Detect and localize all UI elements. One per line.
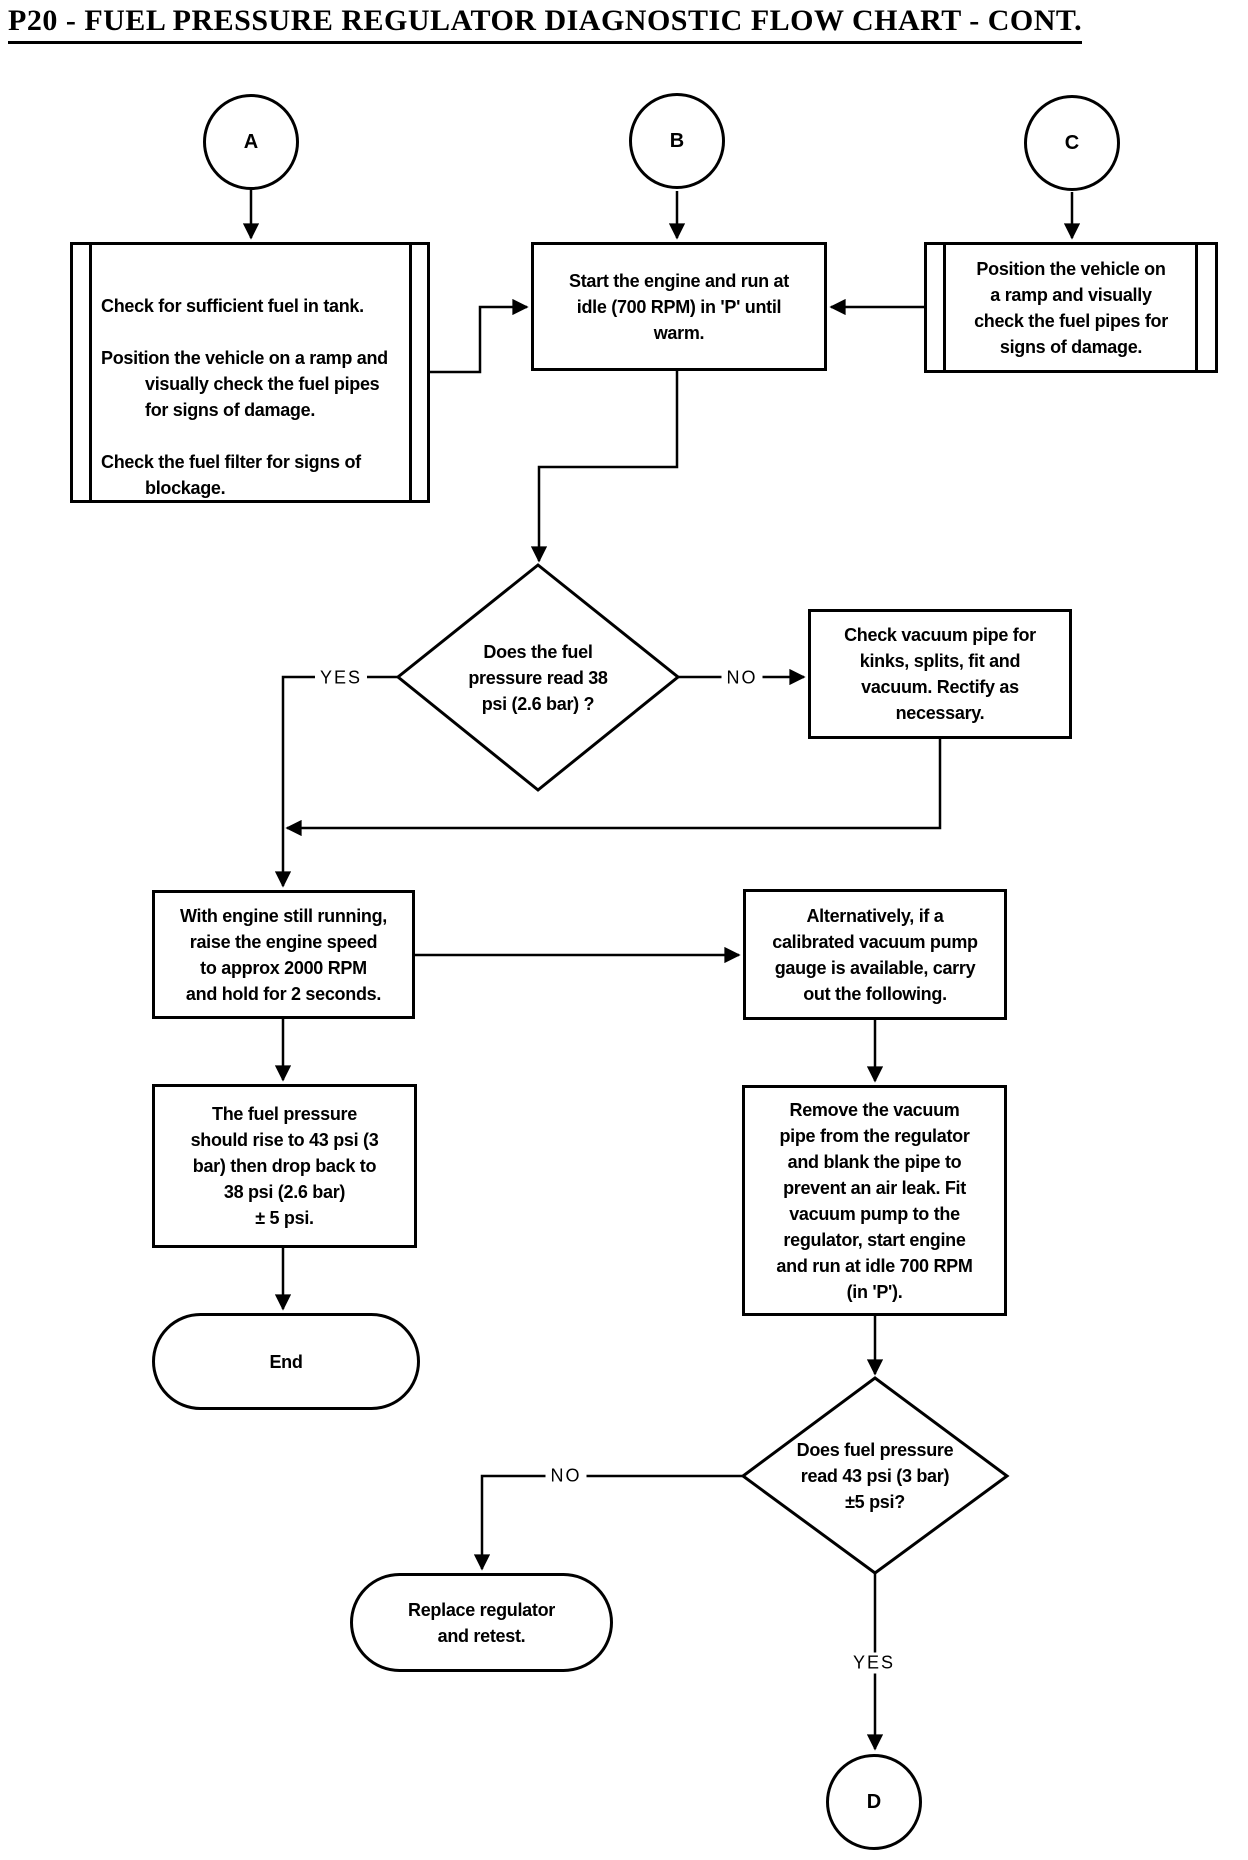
- double-border-line: [409, 245, 412, 500]
- fuel-check-line-2: Position the vehicle on a ramp and visua…: [101, 348, 388, 420]
- terminator-end: End: [152, 1313, 420, 1410]
- process-box-check-vacuum-pipe: Check vacuum pipe for kinks, splits, fit…: [808, 609, 1072, 739]
- connector-circle-b-label: B: [669, 130, 685, 152]
- connector-checkvacuum-return: [285, 739, 942, 837]
- connector-circle-d: D: [826, 1754, 922, 1850]
- process-box-check-vacuum-pipe-text: Check vacuum pipe for kinks, splits, fit…: [844, 625, 1036, 723]
- process-box-pressure-should-rise: The fuel pressure should rise to 43 psi …: [152, 1084, 417, 1248]
- edge-label-no-1: NO: [721, 667, 763, 689]
- process-box-pressure-should-rise-text: The fuel pressure should rise to 43 psi …: [190, 1104, 379, 1228]
- process-box-remove-vacuum-pipe-text: Remove the vacuum pipe from the regulato…: [776, 1099, 973, 1302]
- process-box-remove-vacuum-pipe: Remove the vacuum pipe from the regulato…: [742, 1085, 1007, 1316]
- process-box-fuel-check-text: Check for sufficient fuel in tank. Posit…: [73, 245, 427, 537]
- connector-circle-a: A: [203, 94, 299, 190]
- edge-label-yes-2: YES: [847, 1652, 901, 1674]
- fuel-check-line-3: Check the fuel filter for signs of block…: [101, 452, 361, 498]
- edge-label-no-2: NO: [545, 1465, 587, 1487]
- connector-circle-d-label: D: [866, 1791, 882, 1813]
- page-title: P20 - FUEL PRESSURE REGULATOR DIAGNOSTIC…: [8, 4, 1083, 44]
- decision-pressure-38-text: Does the fuel pressure read 38 psi (2.6 …: [468, 642, 608, 714]
- connector-startengine-to-decision1: [530, 371, 679, 563]
- decision-diamond-pressure-43: [740, 1376, 1010, 1575]
- connector-decision2-no-to-replace: [473, 1474, 743, 1571]
- fuel-check-line-1: Check for sufficient fuel in tank.: [101, 296, 364, 316]
- process-box-raise-engine-speed: With engine still running, raise the eng…: [152, 890, 415, 1019]
- process-box-start-engine-text: Start the engine and run at idle (700 RP…: [569, 270, 789, 343]
- connector-circle-c-label: C: [1064, 132, 1080, 154]
- decision-diamond-pressure-38: [395, 563, 681, 792]
- process-box-position-vehicle: Position the vehicle on a ramp and visua…: [924, 242, 1218, 373]
- connector-circle-c: C: [1024, 95, 1120, 191]
- process-box-position-vehicle-text: Position the vehicle on a ramp and visua…: [974, 258, 1168, 357]
- terminator-end-text: End: [269, 1351, 303, 1372]
- connector-circle-b: B: [629, 93, 725, 189]
- process-box-fuel-check: Check for sufficient fuel in tank. Posit…: [70, 242, 430, 503]
- double-border-line: [89, 245, 92, 500]
- double-border-line: [1195, 245, 1198, 370]
- process-box-start-engine: Start the engine and run at idle (700 RP…: [531, 242, 827, 371]
- double-border-line: [943, 245, 946, 370]
- connector-fuelcheck-to-startengine: [430, 298, 529, 374]
- process-box-alternatively: Alternatively, if a calibrated vacuum pu…: [743, 889, 1007, 1020]
- connector-decision1-yes-to-raisespeed: [274, 675, 398, 888]
- terminator-replace-regulator-text: Replace regulator and retest.: [408, 1599, 555, 1646]
- edge-label-yes-1: YES: [314, 667, 368, 689]
- process-box-alternatively-text: Alternatively, if a calibrated vacuum pu…: [772, 905, 978, 1004]
- connector-circle-a-label: A: [243, 131, 259, 153]
- terminator-replace-regulator: Replace regulator and retest.: [350, 1573, 613, 1672]
- decision-pressure-43-text: Does fuel pressure read 43 psi (3 bar) ±…: [796, 1440, 954, 1512]
- process-box-raise-engine-speed-text: With engine still running, raise the eng…: [179, 905, 388, 1004]
